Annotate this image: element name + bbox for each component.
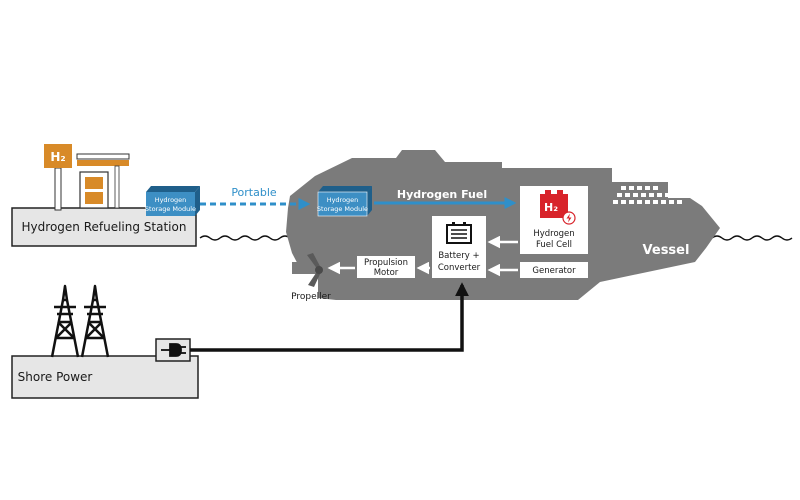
shore-power-line [190,282,469,352]
propulsion-motor-box [357,256,415,278]
battery-box: Battery + Converter [432,216,486,278]
ship-windows [613,186,682,204]
generator-label: Generator [532,266,576,276]
fuel-cell-icon: H₂ [540,190,576,225]
fuel-cell-box: H₂ Hydrogen Fuel Cell [520,186,588,254]
plug-icon [161,343,186,357]
portable-label: Portable [231,186,277,199]
storage-module-ship: Hydrogen Storage Module [317,186,372,217]
generator-box [520,262,588,278]
canopy-bar [76,153,130,160]
battery-line1: Battery + [438,251,479,261]
water-wave-right [711,235,793,241]
propulsion-line2: Motor [374,268,399,278]
propeller-icon [292,253,323,287]
storage-module-ship-line2: Storage Module [317,205,368,213]
canopy-post-right [114,165,120,209]
propulsion-line1: Propulsion [364,258,408,268]
fuel-cell-line2: Fuel Cell [536,240,572,250]
vessel-label: Vessel [643,243,690,258]
h2-sign-pole [54,167,62,211]
battery-icon [446,222,472,244]
propeller-label: Propeller [291,292,331,302]
vessel-silhouette [286,150,720,300]
refueling-station-label: Hydrogen Refueling Station [22,220,187,234]
battery-line2: Converter [438,263,481,273]
shore-power: Shore Power [11,284,199,399]
h2-sign [44,144,72,168]
hydrogen-fuel-label: Hydrogen Fuel [397,188,487,201]
storage-module-left: Hydrogen Storage Module [145,186,200,216]
h2-sign-text: H₂ [50,150,65,164]
water-wave-left [199,235,291,241]
fuel-cell-icon-text: H₂ [544,201,558,214]
refueling-station: Hydrogen Refueling Station H₂ [11,144,197,247]
fuel-cell-line1: Hydrogen [533,229,574,239]
storage-module-left-line2: Storage Module [145,205,196,213]
shore-power-base [11,355,199,399]
fuel-pump-icon [79,171,109,209]
canopy-roof [77,160,129,166]
storage-module-ship-line1: Hydrogen [327,196,359,204]
shore-power-label: Shore Power [18,370,93,384]
storage-module-left-line1: Hydrogen [155,196,187,204]
transmission-tower-icon [50,284,110,358]
